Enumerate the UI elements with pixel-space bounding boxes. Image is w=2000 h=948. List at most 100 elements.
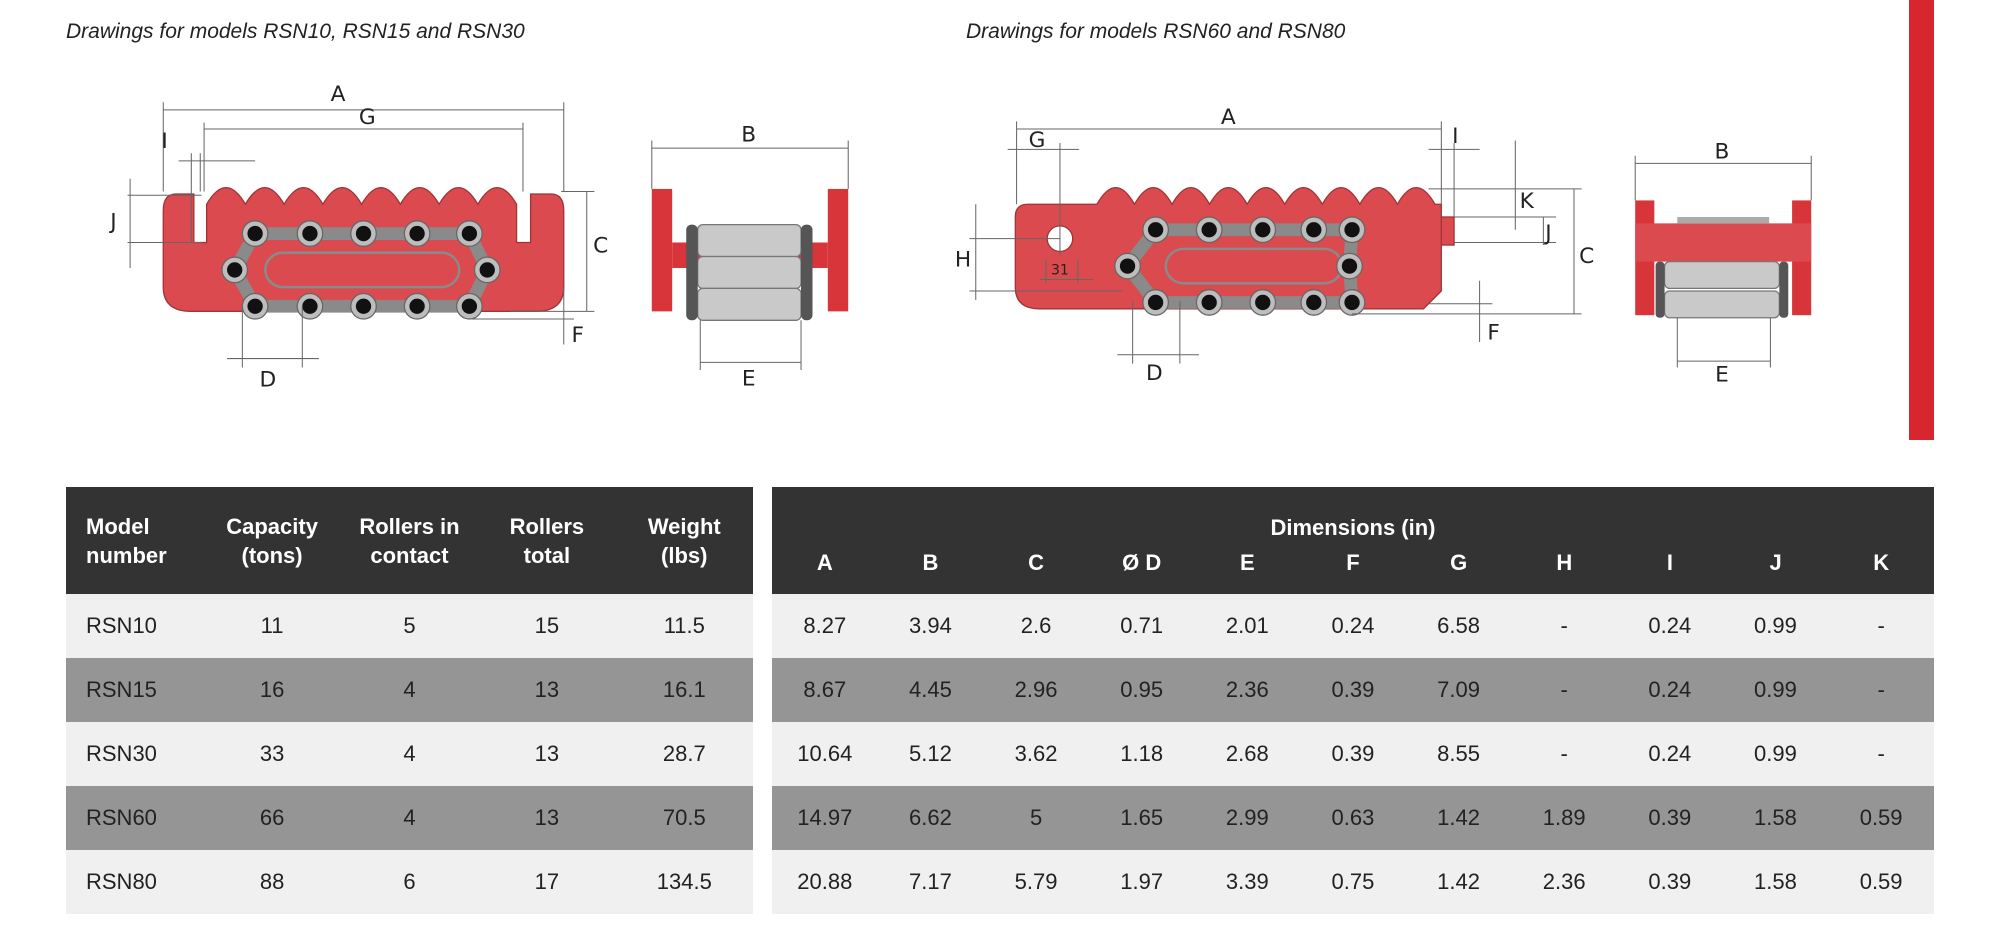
- column-header: C: [1028, 549, 1045, 575]
- table-cell: 0.24: [1617, 594, 1723, 658]
- table-cell: 3.62: [983, 722, 1089, 786]
- table-cell: 0.24: [1300, 594, 1406, 658]
- roller-pin: [302, 225, 318, 242]
- table-cell: 4.45: [877, 658, 984, 722]
- roller-pin: [355, 298, 372, 314]
- table-cell: 13: [478, 658, 616, 722]
- dim-label-a: A: [331, 82, 346, 107]
- drawing-title-large-models: Drawings for models RSN60 and RSN80: [966, 20, 1346, 43]
- dim-label-e: E: [1715, 363, 1729, 388]
- dim-label-f: F: [1487, 320, 1499, 345]
- dim-label-k: K: [1520, 189, 1535, 214]
- table-cell: 1.42: [1405, 850, 1512, 914]
- table-cell: 2.99: [1194, 786, 1301, 850]
- column-header: Ø D: [1122, 549, 1162, 575]
- table-cell: 16: [203, 658, 341, 722]
- roller-pin: [247, 225, 263, 242]
- table-cell: 16.1: [615, 658, 753, 722]
- table-cell: 14.97: [772, 786, 878, 850]
- column-header: I: [1666, 549, 1673, 575]
- table-cell: 0.63: [1300, 786, 1406, 850]
- dim-label-e: E: [742, 366, 756, 391]
- column-header-line: Model: [86, 513, 150, 539]
- roller-pin: [409, 298, 425, 314]
- column-header-line: Capacity: [226, 513, 318, 539]
- chain-inner-slot: [1164, 247, 1344, 285]
- dim-label-f: F: [572, 323, 584, 348]
- table-cell: 28.7: [615, 722, 753, 786]
- table-cell: 0.24: [1617, 658, 1723, 722]
- roller-pin: [1255, 222, 1271, 238]
- table-cell: 5.12: [877, 722, 984, 786]
- roller-chain-small: [221, 220, 501, 320]
- table-cell: 15: [478, 594, 616, 658]
- dim-label-g: G: [1029, 128, 1046, 153]
- dim-label-h: H: [955, 248, 971, 273]
- table-cell: -: [1828, 722, 1934, 786]
- column-header-line: Rollers in: [359, 513, 460, 539]
- model-number-cell: RSN10: [66, 594, 204, 658]
- dim-label-b: B: [1715, 139, 1730, 164]
- table-cell: 11: [203, 594, 341, 658]
- table-cell: 88: [203, 850, 341, 914]
- roller-pin: [1147, 294, 1164, 311]
- table-cell: 5.79: [983, 850, 1089, 914]
- roller-pin: [227, 262, 243, 278]
- roller-chain-large: [1114, 216, 1366, 316]
- dim-label-j: J: [108, 209, 116, 234]
- table-cell: -: [1511, 722, 1617, 786]
- table-cell: 3.94: [877, 594, 984, 658]
- column-header: Capacity(tons): [203, 487, 341, 594]
- table-cell: 11.5: [615, 594, 753, 658]
- table-cell: 7.09: [1405, 658, 1512, 722]
- table-cell: 0.59: [1828, 786, 1934, 850]
- drawing-title-small-models: Drawings for models RSN10, RSN15 and RSN…: [66, 20, 525, 43]
- roller-pin: [461, 225, 478, 242]
- table-cell: 6.62: [877, 786, 984, 850]
- table-cell: 1.42: [1405, 786, 1512, 850]
- dim-label-b: B: [741, 123, 756, 148]
- model-number-cell: RSN60: [66, 786, 204, 850]
- dim-label-d: D: [1146, 361, 1163, 386]
- table-cell: 2.01: [1194, 594, 1301, 658]
- table-cell: 13: [478, 786, 616, 850]
- column-header: E: [1240, 549, 1255, 575]
- table-cell: 66: [203, 786, 341, 850]
- column-header: K: [1873, 549, 1890, 575]
- dim-label-d: D: [260, 368, 277, 393]
- table-cell: -: [1828, 594, 1934, 658]
- table-cell: -: [1511, 658, 1617, 722]
- table-cell: 0.99: [1722, 658, 1829, 722]
- table-cell: 0.39: [1617, 850, 1723, 914]
- roller-pin: [1201, 294, 1217, 311]
- table-cell: 1.18: [1088, 722, 1195, 786]
- roller-pin: [409, 225, 425, 242]
- table-cell: 0.39: [1617, 786, 1723, 850]
- roller-pin: [247, 298, 263, 314]
- table-cell: 13: [478, 722, 616, 786]
- table-cell: 2.36: [1511, 850, 1617, 914]
- model-number-cell: RSN15: [66, 658, 204, 722]
- column-header: B: [922, 549, 939, 575]
- roller-pin: [1201, 222, 1217, 238]
- column-header-line: Rollers: [509, 513, 585, 539]
- roller-pin: [355, 225, 372, 242]
- column-header: G: [1450, 549, 1468, 575]
- column-header-line: number: [86, 542, 167, 568]
- table-cell: 17: [478, 850, 616, 914]
- column-header-line: (lbs): [661, 542, 708, 568]
- roller-pin: [479, 262, 495, 278]
- column-header: J: [1769, 549, 1782, 575]
- drawing-large-end-view: B E: [1634, 139, 1812, 388]
